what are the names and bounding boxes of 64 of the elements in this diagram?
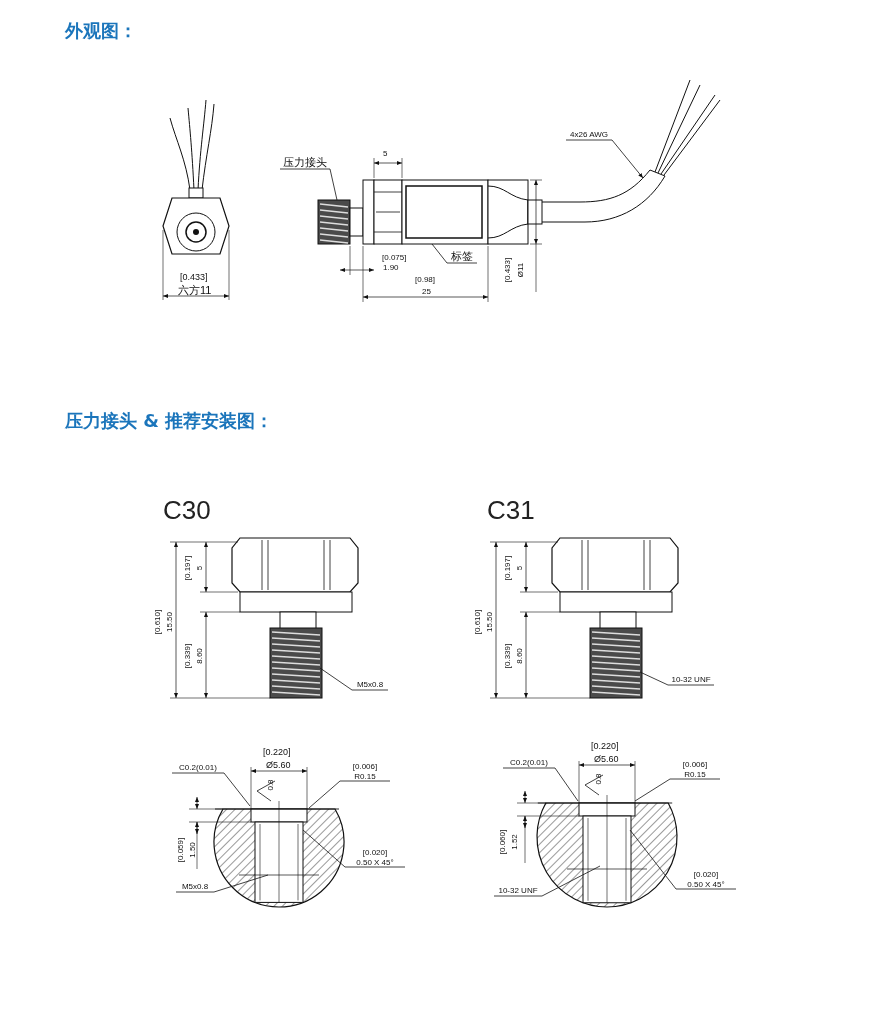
leader-line <box>175 874 269 893</box>
dimension-text: 8.60 <box>195 648 204 664</box>
dimension-text: 25 <box>422 288 431 296</box>
dimension-text: 0.8 <box>594 773 603 785</box>
dimension-text: 1.90 <box>383 264 399 272</box>
dimension-text: [0.433] <box>180 273 208 282</box>
dimension-text: [0.059] <box>177 837 186 863</box>
leader-line <box>493 865 601 897</box>
leader-label: 10-32 UNF <box>670 675 712 685</box>
dimension-text: R0.15 <box>683 769 707 780</box>
leader-label: 10-32 UNF <box>497 886 539 896</box>
leader-line <box>629 829 737 890</box>
dimension-text: 0.50 X 45° <box>355 857 395 868</box>
leader-label: M5x0.8 <box>355 680 385 690</box>
dimension-text: [0.006] <box>681 760 709 770</box>
dimension-text: [0.006] <box>351 762 379 772</box>
leader-label: C0.2(0.01) <box>178 763 218 773</box>
model-title: C31 <box>487 497 535 523</box>
leader-line <box>634 778 721 802</box>
leader-line <box>431 243 478 264</box>
dimension-text: [0.433] <box>504 257 513 283</box>
dimension-text: 1.50 <box>188 842 197 858</box>
dimension-text: [0.020] <box>692 870 720 880</box>
dimension-text: 5 <box>516 565 525 571</box>
leader-line <box>171 772 251 807</box>
dimension-text: [0.220] <box>591 742 619 751</box>
dimension-text: 15.50 <box>486 612 494 632</box>
dimension-text: [0.197] <box>184 555 193 581</box>
dimension-text: [0.610] <box>154 609 163 635</box>
dimension-text: [0.060] <box>499 829 508 855</box>
dimension-text: [0.98] <box>415 276 435 284</box>
dimension-text: 5 <box>196 565 205 571</box>
model-title: C30 <box>163 497 211 523</box>
section-heading: 外观图： <box>65 22 137 40</box>
dimension-text: [0.339] <box>184 643 193 669</box>
dimension-text: 六方11 <box>178 285 212 296</box>
dimension-text: 15.50 <box>166 612 174 632</box>
dimension-text: [0.197] <box>504 555 513 581</box>
dimension-text: 0.50 X 45° <box>686 879 726 890</box>
dimension-text: [0.075] <box>382 254 407 262</box>
leader-line <box>302 829 406 868</box>
dimension-text: [0.339] <box>504 643 513 669</box>
dimension-text: 5 <box>383 150 388 158</box>
leader-line <box>308 780 391 809</box>
leader-label: 4x26 AWG <box>569 130 609 140</box>
dimension-text: 8.60 <box>515 648 524 664</box>
leader-line <box>502 767 579 802</box>
leader-label: M5x0.8 <box>180 882 210 892</box>
dimension-text: [0.610] <box>474 609 483 635</box>
leader-line <box>279 168 338 201</box>
leader-label: 压力接头 <box>282 156 328 170</box>
dimension-text: [0.020] <box>361 848 389 858</box>
leader-line <box>319 667 389 691</box>
dimension-text: Ø5.60 <box>594 755 619 764</box>
dimension-text: [0.220] <box>263 748 291 757</box>
dimension-text: 0.8 <box>266 779 275 791</box>
dimension-text: Ø11 <box>516 262 525 278</box>
dimension-text: 1.52 <box>510 834 519 850</box>
section-heading: 压力接头 & 推荐安装图： <box>65 412 274 430</box>
dimension-text: R0.15 <box>353 771 377 782</box>
leader-label: 标签 <box>450 250 474 264</box>
dimension-text: Ø5.60 <box>266 761 291 770</box>
leader-label: C0.2(0.01) <box>509 758 549 768</box>
leader-line <box>639 671 715 686</box>
